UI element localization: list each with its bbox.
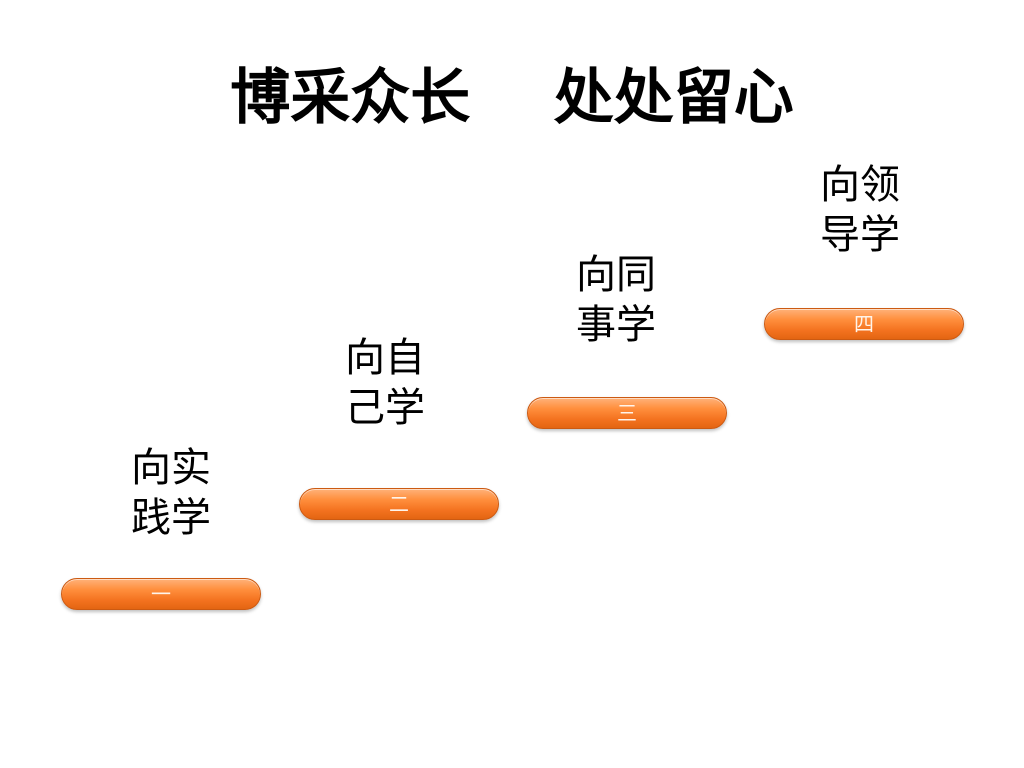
step-1-label: 向实践学 [131,445,211,541]
step-2-bar: 二 [299,488,499,520]
step-1-bar: 一 [61,578,261,610]
step-4-bar: 四 [764,308,964,340]
step-2-label: 向自己学 [345,335,425,431]
step-4-label: 向领导学 [820,162,900,258]
page-title: 博采众长 处处留心 [230,63,794,133]
step-3-label: 向同事学 [576,252,656,348]
step-3-bar: 三 [527,397,727,429]
